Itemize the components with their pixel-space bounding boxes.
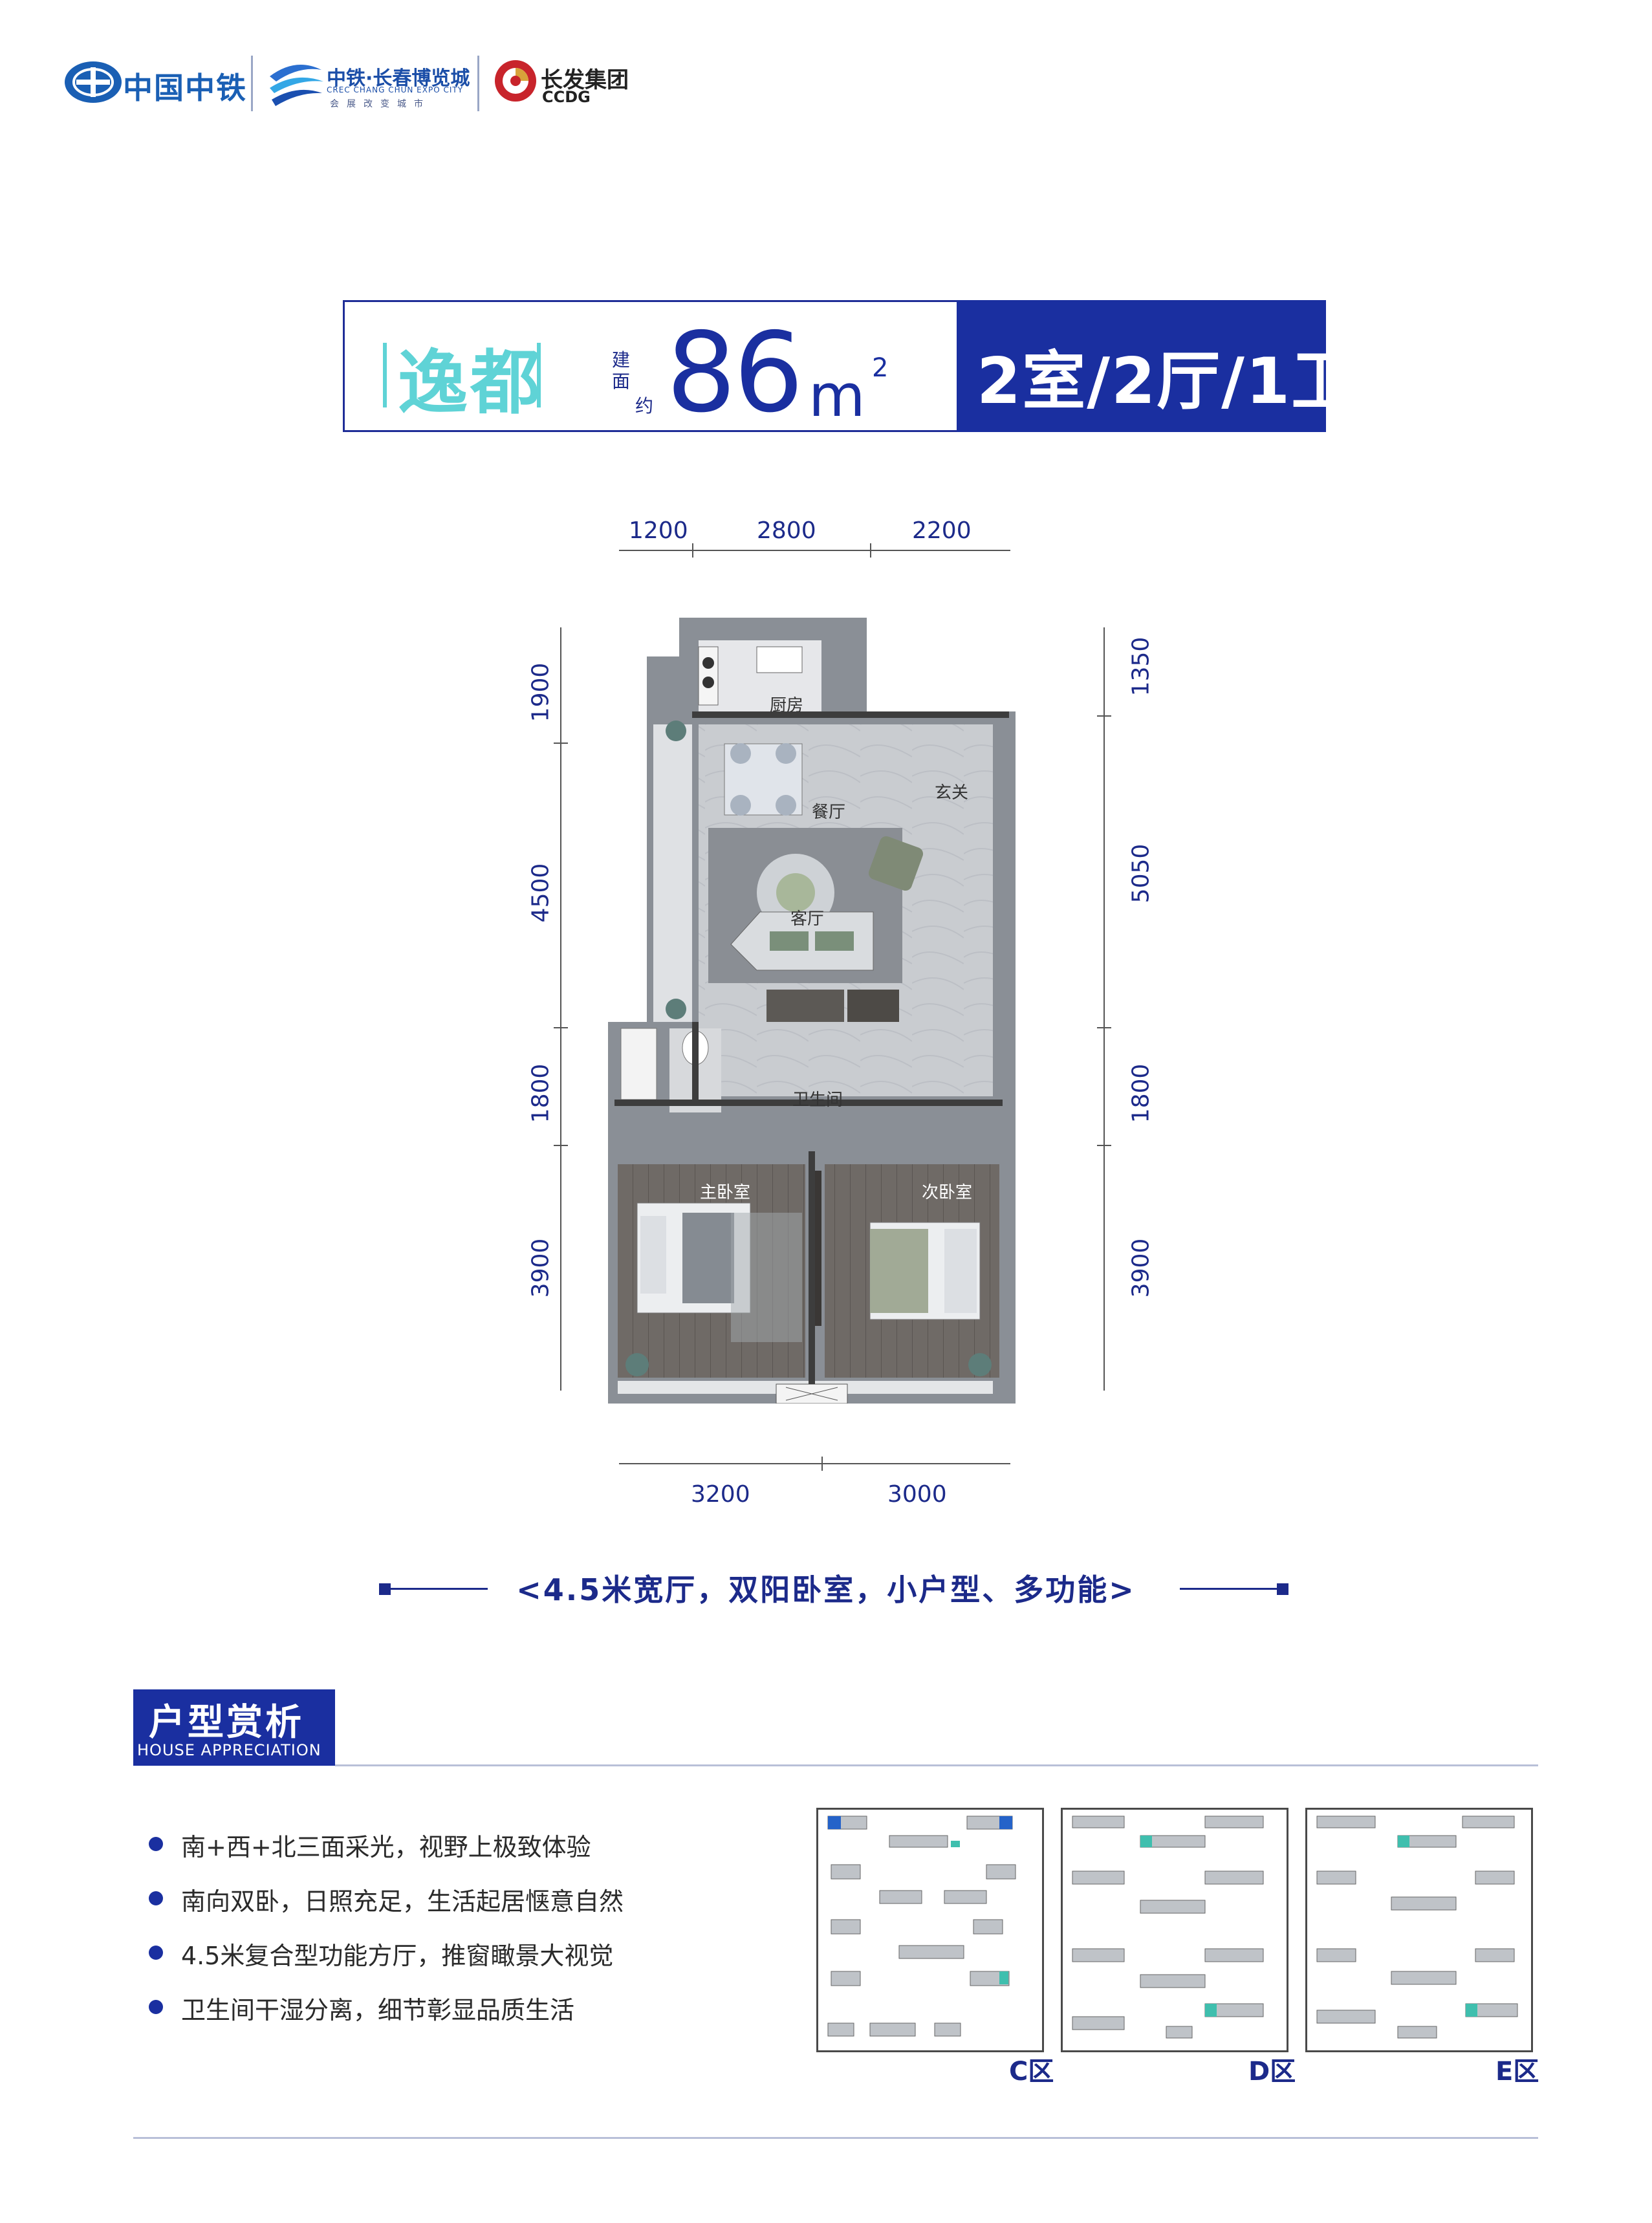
- logo-divider: [251, 56, 253, 111]
- room-label-second-bedroom: 次卧室: [922, 1183, 973, 1202]
- tagline-rule-right: [1180, 1588, 1277, 1590]
- feature-item: 4.5米复合型功能方厅，推窗瞰景大视觉: [181, 1942, 614, 1970]
- dim-line-right: [1103, 627, 1105, 1391]
- dim-left-4: 3900: [527, 1238, 554, 1298]
- footer-rule: [133, 2137, 1538, 2139]
- title-layout-panel: [957, 300, 1326, 432]
- dim-right-3: 1800: [1127, 1063, 1155, 1123]
- dim-left-1: 1900: [527, 662, 554, 722]
- ccdg-logo-en: CCDG: [542, 88, 591, 106]
- dim-tick: [554, 743, 568, 744]
- dim-tick: [1097, 1027, 1111, 1028]
- expo-city-title: 中铁·长春博览城: [327, 67, 470, 90]
- area-label-approx: 约: [635, 395, 654, 417]
- dim-left-2: 4500: [527, 863, 554, 923]
- feature-bullet: [149, 2000, 163, 2014]
- unit-area: 86: [666, 309, 803, 437]
- ccdg-logo-icon: [493, 58, 538, 103]
- site-map-c: [816, 1808, 1044, 2052]
- feature-item: 南+西+北三面采光，视野上极致体验: [181, 1833, 591, 1861]
- room-label-dining: 餐厅: [812, 803, 846, 822]
- tagline-dot-left: [379, 1583, 391, 1595]
- area-unit: m: [809, 362, 865, 430]
- crec-logo-text: 中国中铁: [123, 70, 247, 105]
- dim-right-2: 5050: [1127, 843, 1155, 904]
- floor-plan: [602, 608, 1055, 1404]
- dim-top-2: 2800: [757, 517, 816, 544]
- room-label-living: 客厅: [790, 909, 825, 929]
- room-label-master-bedroom: 主卧室: [700, 1183, 751, 1202]
- logo-divider: [477, 56, 479, 111]
- room-label-kitchen: 厨房: [770, 696, 804, 715]
- ccdg-logo-text: 长发集团: [541, 67, 629, 93]
- crec-logo-icon: [63, 60, 123, 105]
- tagline-rule-left: [391, 1588, 488, 1590]
- dim-tick: [692, 543, 693, 558]
- unit-layout: 2室/2厅/1卫: [977, 345, 1356, 418]
- expo-city-en: CREC CHANG CHUN EXPO CITY: [327, 85, 464, 94]
- feature-bullet: [149, 1837, 163, 1851]
- dim-top-3: 2200: [912, 517, 972, 544]
- appreciation-title: 户型赏析: [149, 1702, 304, 1744]
- room-label-entrance: 玄关: [935, 783, 969, 803]
- dim-line-top: [619, 550, 1010, 551]
- tagline: <4.5米宽厅，双阳卧室，小户型、多功能>: [516, 1572, 1136, 1607]
- tagline-dot-right: [1277, 1583, 1288, 1595]
- title-accent-bar: [383, 343, 387, 407]
- appreciation-header: [133, 1689, 335, 1766]
- dim-right-4: 3900: [1127, 1238, 1155, 1298]
- section-rule: [335, 1764, 1538, 1766]
- dim-left-3: 1800: [527, 1063, 554, 1123]
- dim-right-1: 1350: [1127, 636, 1155, 697]
- area-unit-sup: 2: [872, 353, 889, 383]
- feature-bullet: [149, 1946, 163, 1960]
- expo-city-slogan: 会展改变城市: [330, 99, 431, 109]
- expo-city-logo-icon: [266, 57, 325, 110]
- title-accent-bar: [537, 343, 541, 407]
- appreciation-subtitle: HOUSE APPRECIATION: [137, 1741, 321, 1759]
- dim-bottom-2: 3000: [887, 1481, 947, 1508]
- dim-bottom-1: 3200: [691, 1481, 750, 1508]
- dim-top-1: 1200: [629, 517, 688, 544]
- dim-tick: [1097, 715, 1111, 717]
- dim-line-bottom: [619, 1463, 1010, 1464]
- feature-bullet: [149, 1891, 163, 1905]
- dim-tick: [870, 543, 871, 558]
- dim-line-left: [560, 627, 561, 1391]
- dim-tick: [554, 1145, 568, 1146]
- area-label: 建 面: [612, 349, 631, 392]
- room-label-bathroom: 卫生间: [792, 1090, 843, 1110]
- site-map-d: [1061, 1808, 1288, 2052]
- site-map-label-e: E区: [1495, 2057, 1539, 2087]
- unit-name: 逸都: [398, 343, 543, 424]
- site-map-label-d: D区: [1248, 2057, 1296, 2087]
- dim-tick: [554, 1027, 568, 1028]
- site-map-e: [1305, 1808, 1533, 2052]
- feature-item: 卫生间干湿分离，细节彰显品质生活: [181, 1996, 575, 2024]
- dim-tick: [1097, 1145, 1111, 1146]
- dim-tick: [821, 1457, 823, 1471]
- site-map-label-c: C区: [1009, 2057, 1054, 2087]
- feature-item: 南向双卧，日照充足，生活起居惬意自然: [181, 1887, 624, 1916]
